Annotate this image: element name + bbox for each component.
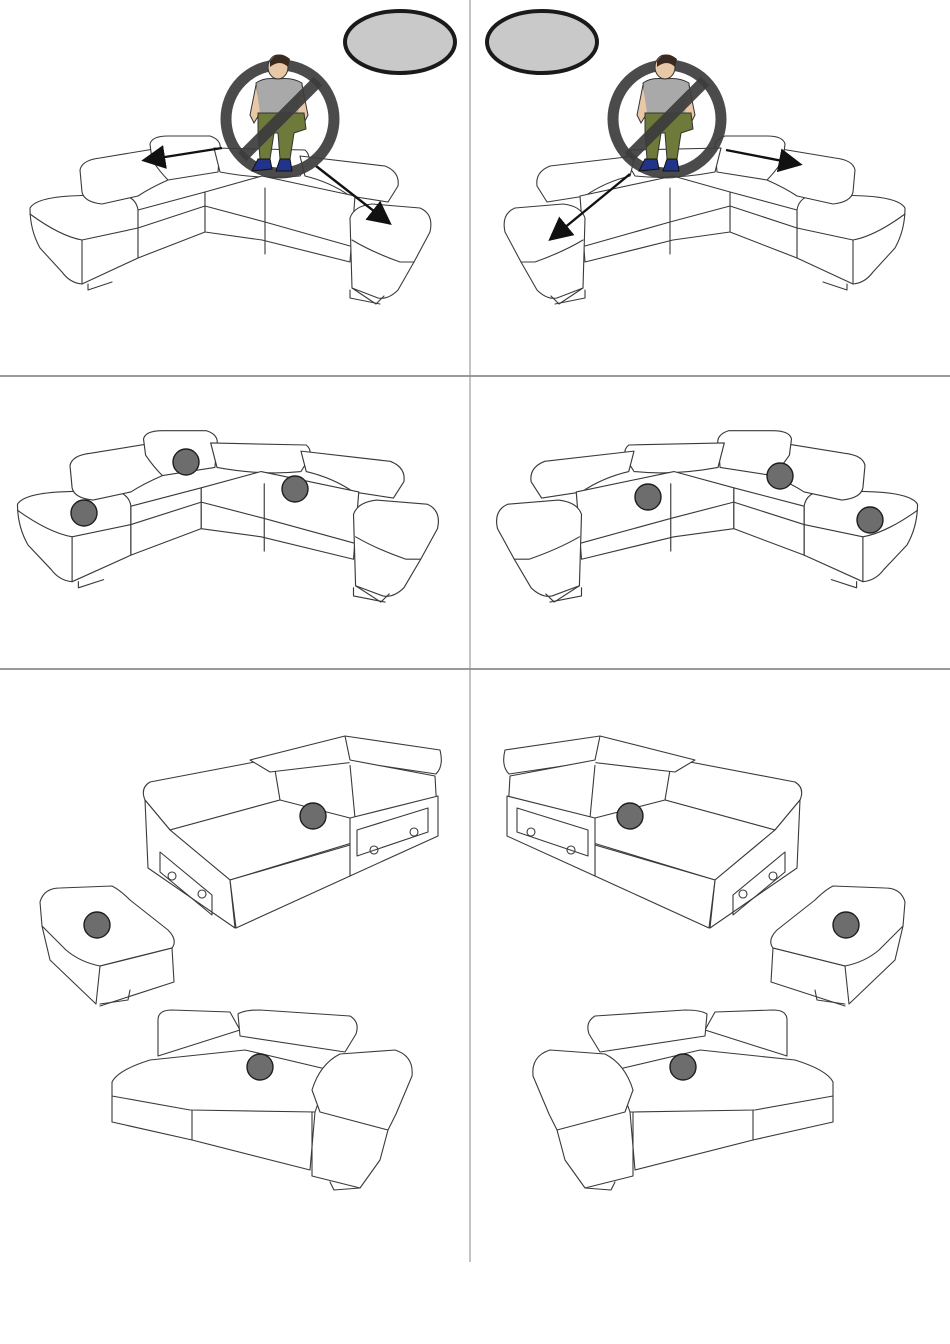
sectional-sofa-drawing: [30, 136, 431, 304]
loveseat-module: [533, 1010, 833, 1190]
panel-sectional-left-warning: [30, 11, 455, 304]
module-marker: [282, 476, 308, 502]
chaise-module: [40, 886, 174, 1006]
module-marker: [857, 507, 883, 533]
corner-module-with-drawers: [143, 736, 441, 928]
chaise-module: [771, 886, 905, 1006]
label-oval: [487, 11, 597, 73]
module-marker: [71, 500, 97, 526]
panel-sectional-left-modules: [17, 431, 438, 602]
panel-sectional-right-warning: [487, 11, 905, 304]
module-marker: [173, 449, 199, 475]
module-marker: [635, 484, 661, 510]
no-sitting-on-backrest-icon: [613, 54, 721, 173]
module-marker: [300, 803, 326, 829]
module-marker: [670, 1054, 696, 1080]
module-marker: [84, 912, 110, 938]
sectional-sofa-drawing: [497, 431, 918, 602]
loveseat-module: [112, 1010, 412, 1190]
panel-separated-modules-right: [504, 736, 905, 1190]
module-marker: [247, 1054, 273, 1080]
panel-separated-modules-left: [40, 736, 441, 1190]
module-marker: [833, 912, 859, 938]
no-sitting-on-backrest-icon: [226, 54, 334, 173]
corner-module-with-drawers: [504, 736, 802, 928]
panel-sectional-right-modules: [497, 431, 918, 602]
module-marker: [767, 463, 793, 489]
module-marker: [617, 803, 643, 829]
label-oval: [345, 11, 455, 73]
